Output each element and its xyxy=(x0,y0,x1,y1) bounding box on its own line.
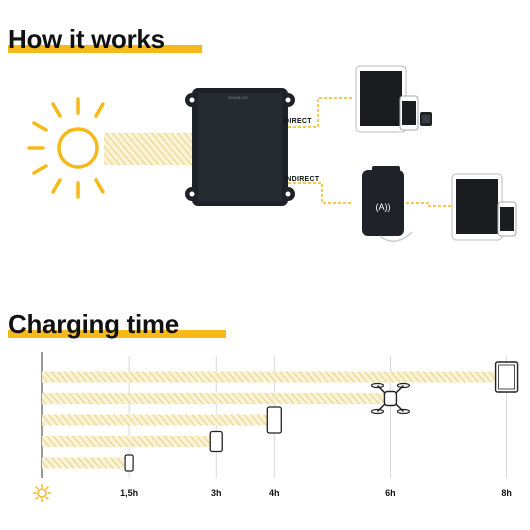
x-tick-label: 3h xyxy=(210,488,222,498)
bar-tablet xyxy=(42,371,507,383)
svg-text:(A)): (A)) xyxy=(376,202,391,212)
powerbank-connector xyxy=(406,202,452,207)
heading-underline xyxy=(8,45,202,53)
tablet-icon xyxy=(355,65,407,133)
x-tick-label: 6h xyxy=(385,488,396,498)
section-heading-charging-time: Charging time xyxy=(8,309,179,339)
bar-drone xyxy=(42,393,391,404)
cable-icon xyxy=(379,231,413,242)
smartwatch-icon xyxy=(420,112,432,126)
direct-label: DIRECT xyxy=(284,118,312,125)
x-tick-label: 4h xyxy=(269,488,280,498)
bar-smartwatch xyxy=(42,457,130,469)
bar-phablet xyxy=(42,414,275,426)
bar-smartphone xyxy=(42,436,217,447)
x-tick-label: 1,5h xyxy=(120,488,139,498)
smartwatch-icon xyxy=(124,454,134,472)
section-heading-how-it-works: How it works xyxy=(8,24,165,54)
sun-icon xyxy=(32,483,52,503)
indirect-connector xyxy=(288,182,352,204)
phablet-icon xyxy=(266,406,282,434)
x-tick-label: 8h xyxy=(501,488,512,498)
panel-brand: SUNSLICE xyxy=(228,95,249,100)
heading-underline xyxy=(8,330,226,338)
sun-icon xyxy=(27,97,105,199)
smartphone-icon xyxy=(399,95,419,131)
direct-connector xyxy=(288,97,352,128)
powerbank-icon: (A)) xyxy=(362,166,404,236)
sunlight-beam xyxy=(104,133,196,165)
tablet-icon xyxy=(451,173,503,241)
drone-icon xyxy=(370,382,411,415)
tablet-screen xyxy=(498,364,515,390)
indirect-label: INDIRECT xyxy=(284,176,320,183)
smartphone-icon xyxy=(497,201,517,237)
solar-panel-icon xyxy=(185,88,295,206)
smartphone-icon xyxy=(209,430,223,453)
tablet-icon xyxy=(494,361,519,393)
